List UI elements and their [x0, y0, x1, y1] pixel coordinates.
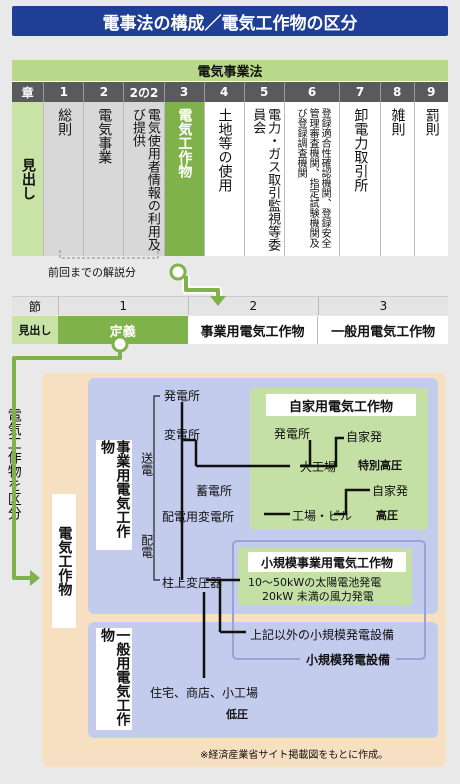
- chapter-heading-row: 見出し 総則 電気事業 電気使用者情報の利用及び提供 電気工作物 土地等の使用 …: [12, 102, 448, 256]
- section-heading-1: 定義: [57, 316, 188, 344]
- chapter-heading-2: 電気事業: [96, 108, 113, 164]
- general-facility-area: [88, 622, 438, 738]
- self-gen-2: 自家発: [372, 484, 409, 498]
- pole-transformer: 柱上変圧器: [162, 576, 223, 590]
- low-voltage: 低圧: [226, 708, 248, 721]
- previous-note: 前回までの解説分: [48, 266, 136, 279]
- other-small-label: 上記以外の小規模発電設備: [250, 628, 395, 642]
- power-plant: 発電所: [164, 389, 201, 403]
- chapter-heading-5: 電力・ガス取引監視等委員会: [250, 108, 281, 251]
- solar-label: 10～50kWの太陽電池発電: [248, 576, 382, 589]
- section-heading-row: 見出し 定義 事業用電気工作物 一般用電気工作物: [12, 316, 448, 344]
- chapter-heading-6: 登録適合性確認機関、登録安全管理審査機関、指定試験機関及び登録調査機関: [295, 108, 331, 248]
- footnote: ※経済産業省サイト掲載図をもとに作成。: [200, 750, 389, 761]
- heading-label: 見出し: [19, 158, 36, 200]
- distribution-label: 配電: [139, 534, 154, 558]
- section-num-3: 3: [379, 299, 388, 313]
- main-label: 電気工作物: [56, 526, 73, 596]
- chapter-num-9: 9: [427, 85, 436, 99]
- residential-label: 住宅、商店、小工場: [150, 686, 259, 700]
- self-use-title: 自家用電気工作物: [266, 394, 416, 416]
- section-num-1: 1: [59, 297, 189, 315]
- chapter-heading-8: 雑則: [389, 108, 406, 136]
- small-facility-label: 小規模発電設備: [300, 650, 397, 669]
- chapter-num-2-2: 2の2: [124, 82, 165, 102]
- chapter-num-7: 7: [340, 82, 381, 102]
- business-label-box: 事業用電気工作物: [96, 440, 132, 550]
- high-voltage: 高圧: [376, 509, 398, 522]
- chapter-heading-7: 卸電力取引所: [352, 108, 369, 192]
- section-num-2: 2: [189, 297, 319, 315]
- section-label: 節: [12, 297, 59, 315]
- chapter-heading-4: 土地等の使用: [216, 108, 233, 192]
- chapter-heading-3: 電気工作物: [176, 108, 193, 178]
- wind-label: 20kW 未満の風力発電: [262, 590, 374, 603]
- factory-building: 工場・ビル: [292, 509, 353, 523]
- storage: 蓄電所: [196, 484, 233, 498]
- business-label: 事業用電気工作物: [99, 440, 131, 538]
- section-heading-label: 見出し: [12, 316, 58, 344]
- section-number-row: 節 1 2 3: [12, 296, 448, 315]
- chapter-num-5: 5: [245, 82, 285, 102]
- chapter-number-row: 章 1 2 2の2 3 4 5 6 7 8 9: [12, 82, 448, 102]
- dist-substation: 配電用変電所: [162, 510, 235, 524]
- large-factory: 大工場: [300, 460, 337, 474]
- substation: 変電所: [164, 428, 201, 442]
- self-power-plant: 発電所: [274, 427, 311, 441]
- chapter-num-3: 3: [165, 82, 205, 102]
- section-heading-3: 一般用電気工作物: [318, 316, 448, 344]
- chapter-num-1: 1: [44, 82, 85, 102]
- transmission-label: 送電: [139, 452, 154, 476]
- chapter-num-8: 8: [381, 82, 415, 102]
- self-gen-1: 自家発: [346, 430, 383, 444]
- figure-title: 電事法の構成／電気工作物の区分: [12, 6, 448, 36]
- general-label-box: 一般用電気工作物: [96, 628, 132, 730]
- general-label: 一般用電気工作物: [99, 628, 131, 726]
- chapter-heading-9: 罰則: [423, 108, 440, 136]
- chapter-num-4: 4: [205, 82, 245, 102]
- extra-high-voltage: 特別高圧: [358, 459, 402, 472]
- chapter-num-2: 2: [84, 82, 125, 102]
- section-heading-2: 事業用電気工作物: [187, 316, 319, 344]
- main-label-box: 電気工作物: [52, 494, 76, 628]
- chapter-num-6: 6: [285, 82, 341, 102]
- law-title: 電気事業法: [12, 60, 448, 82]
- chapter-heading-2-2: 電気使用者情報の利用及び提供: [129, 108, 160, 251]
- chapter-heading-1: 総則: [56, 108, 73, 136]
- chapter-label: 章: [12, 82, 45, 102]
- small-business-title: 小規模事業用電気工作物: [248, 552, 406, 572]
